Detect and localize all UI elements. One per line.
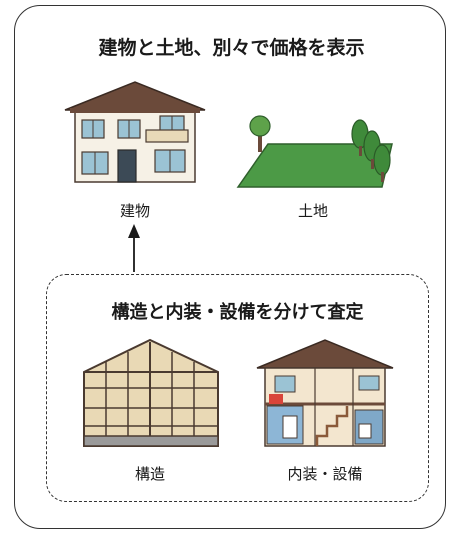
structure-frame-illustration (83, 338, 219, 447)
interior-cutaway-illustration (256, 339, 394, 447)
interior-label: 内装・設備 (287, 465, 363, 483)
assessment-subtitle: 構造と内装・設備を分けて査定 (111, 302, 364, 323)
house-illustration (64, 81, 206, 183)
land-label: 土地 (297, 202, 328, 220)
outer-frame (14, 5, 446, 529)
building-label: 建物 (119, 202, 150, 220)
assessment-group-frame (46, 274, 429, 502)
land-illustration (236, 115, 393, 188)
structure-label: 構造 (134, 465, 165, 483)
up-arrow-icon (128, 224, 140, 272)
diagram-title: 建物と土地、別々で価格を表示 (98, 37, 365, 59)
